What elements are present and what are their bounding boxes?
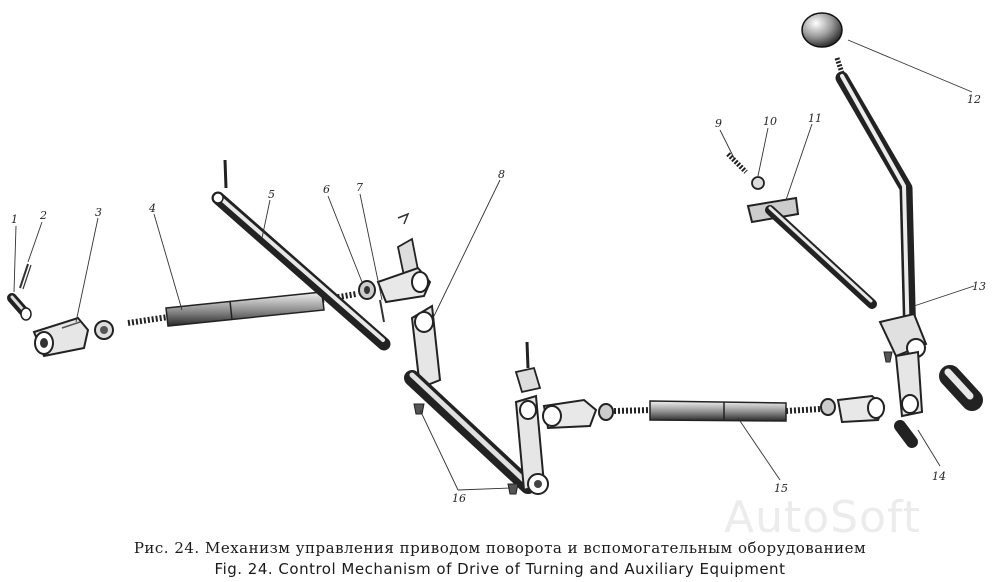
part-16-grease-fittings: [413, 351, 893, 495]
part-3-clevis-fork: [32, 316, 114, 358]
part-7-fork-with-pin: [376, 212, 432, 323]
callout-14: 14: [932, 470, 946, 483]
callout-7: 7: [356, 181, 363, 194]
part-13-shift-lever: [835, 71, 928, 418]
callout-1: 1: [11, 213, 18, 226]
figure-caption-english: Fig. 24. Control Mechanism of Drive of T…: [214, 560, 786, 578]
callout-11: 11: [808, 112, 822, 125]
callout-leaders: [13, 39, 975, 491]
part-12-knob: [801, 12, 846, 77]
part-11-bracket-rod: [746, 196, 877, 309]
part-15-adjusting-rod: [514, 341, 918, 448]
callout-2: 2: [39, 209, 47, 222]
part-6-washer: [358, 280, 376, 300]
callout-3: 3: [95, 206, 102, 219]
part-5-lever-rod: [211, 159, 391, 351]
part-14-sleeve: [939, 365, 983, 411]
callout-13: 13: [972, 280, 986, 293]
callout-10: 10: [763, 115, 777, 128]
part-1-pin: [7, 293, 32, 321]
callout-4: 4: [148, 202, 156, 215]
part-10-nut: [751, 176, 765, 190]
callout-16: 16: [452, 492, 466, 505]
callout-12: 12: [967, 93, 981, 106]
callout-15: 15: [774, 482, 788, 495]
figure-caption-russian: Рис. 24. Механизм управления приводом по…: [133, 539, 867, 557]
callout-6: 6: [323, 183, 330, 196]
callout-8: 8: [498, 168, 505, 181]
part-8-bell-crank: [404, 304, 549, 495]
callout-9: 9: [715, 117, 722, 130]
part-2-cotter-pin: [19, 263, 32, 290]
callout-5: 5: [268, 188, 275, 201]
watermark-autosoft: AutoSoft: [724, 492, 921, 543]
part-9-bolt: [726, 152, 748, 174]
